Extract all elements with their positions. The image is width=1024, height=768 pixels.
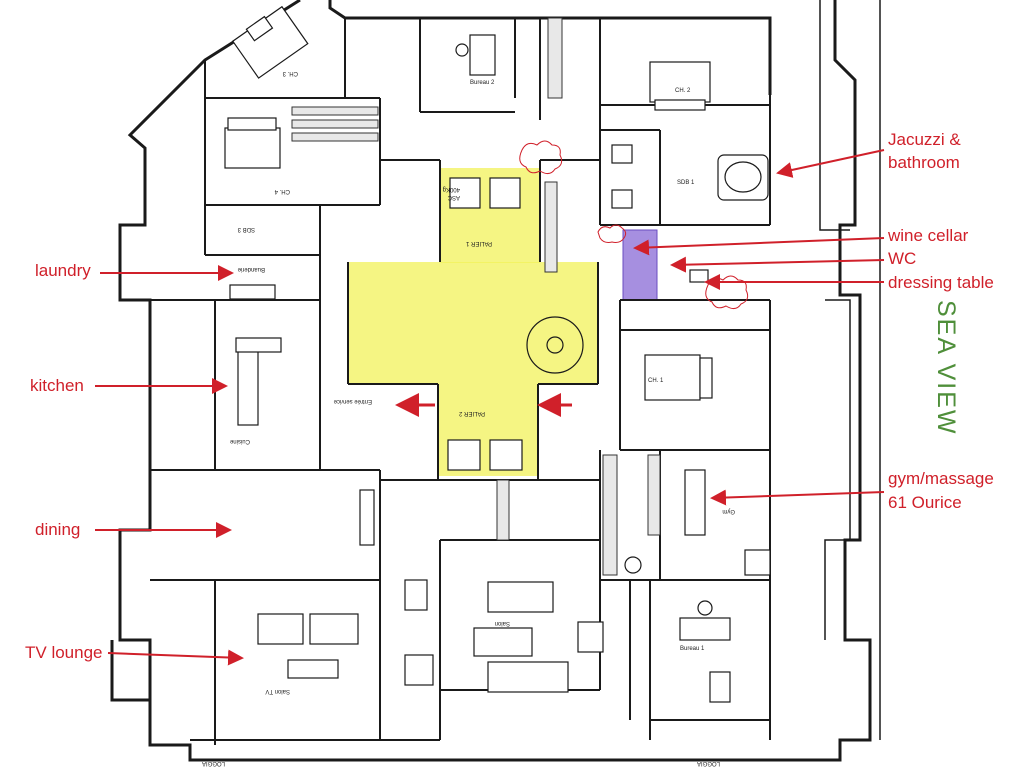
room-label-palier2: PALIER 2 <box>458 410 485 416</box>
room-label-gym: Gym <box>722 508 735 514</box>
room-label-buanderie: Buanderie <box>237 266 265 272</box>
wine-cellar-zone <box>622 229 658 301</box>
room-label-sdb3: SDB 3 <box>237 226 255 232</box>
annotation-jacuzzi-line2: bathroom <box>888 153 960 172</box>
core-highlight <box>348 168 598 476</box>
room-labels: CH. 3 Bureau 2 CH. 2 CH. 4 SDB 1 SDB 3 B… <box>202 70 735 766</box>
furniture <box>224 5 771 703</box>
annotation-gym-line1: gym/massage <box>888 469 994 488</box>
annotation-tv-lounge: TV lounge <box>25 643 103 662</box>
wardrobe-strips <box>291 17 661 576</box>
annotation-laundry: laundry <box>35 261 91 280</box>
room-label-ch2: CH. 2 <box>675 88 691 94</box>
room-label-entree-service: Entrée service <box>333 398 372 404</box>
wine-cellar-arrow <box>633 237 885 256</box>
room-label-loggia-right: LOGGIA <box>697 760 720 766</box>
annotation-wc: WC <box>888 249 917 268</box>
room-label-palier1: PALIER 1 <box>465 240 492 246</box>
revision-clouds <box>519 140 749 310</box>
room-label-ch1: CH. 1 <box>648 378 664 384</box>
annotation-wine-cellar: wine cellar <box>888 226 969 245</box>
gym-arrow <box>710 489 885 506</box>
room-label-ch3: CH. 3 <box>282 70 298 76</box>
room-label-bureau1: Bureau 1 <box>680 646 705 652</box>
sea-view-label: SEA VIEW <box>932 300 960 436</box>
annotation-dining: dining <box>35 520 81 539</box>
room-label-salon-tv: Salon TV <box>265 688 290 694</box>
room-label-asc: ASC <box>447 194 460 200</box>
room-label-ch4: CH. 4 <box>274 188 290 194</box>
room-label-salon: Salon <box>495 620 510 626</box>
room-label-sdb1: SDB 1 <box>677 180 695 186</box>
annotation-gym-line2: 61 Ourice <box>888 493 962 512</box>
annotation-jacuzzi-line1: Jacuzzi & <box>888 130 961 149</box>
room-label-cuisine: Cuisine <box>229 438 250 444</box>
room-label-loggia-left: LOGGIA <box>202 760 225 766</box>
annotation-dressing-table: dressing table <box>888 273 994 292</box>
wc-arrow <box>670 256 885 273</box>
room-label-kg: 400Kg <box>443 186 460 192</box>
room-label-bureau2: Bureau 2 <box>470 80 495 86</box>
jacuzzi-arrow <box>776 149 885 178</box>
annotation-kitchen: kitchen <box>30 376 84 395</box>
annotation-arrows <box>95 149 885 666</box>
tv-lounge-arrow <box>107 649 244 666</box>
